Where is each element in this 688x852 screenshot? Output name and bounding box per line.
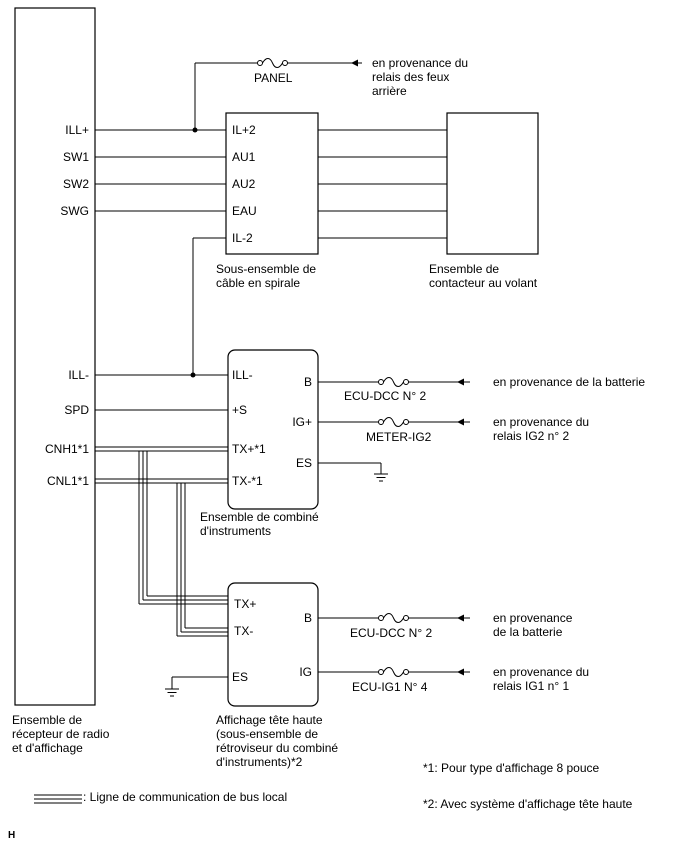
panel-source-line-3: arrière [372,84,407,98]
combimeter-block [227,349,319,510]
hud-block [227,582,319,707]
radio-pin-ill-plus: ILL+ [65,123,89,137]
combimeter-fuse-ig: METER-IG2 [366,430,432,444]
note-2: *2: Avec système d'affichage tête haute [423,797,633,811]
hud-source-ig-line-2: relais IG1 n° 1 [493,679,569,693]
combimeter-pin-b: B [304,375,312,389]
radio-name-line-2: récepteur de radio [12,727,110,741]
combimeter-source-b: en provenance de la batterie [493,375,645,389]
bus-line-legend-symbol [34,794,82,804]
radio-pin-cnh1: CNH1*1 [45,442,89,456]
panel-feed [194,58,362,130]
spiral-pin-il-minus-2: IL-2 [232,231,253,245]
combimeter-feeds [318,377,470,482]
hud-pin-b: B [304,611,312,625]
combimeter-pin-tx-plus: TX+*1 [232,442,266,456]
combimeter-pin-s: +S [232,403,247,417]
panel-source-line-2: relais des feux [372,70,449,84]
hud-source-ig-line-1: en provenance du [493,665,589,679]
spiral-pin-eau: EAU [232,204,257,218]
ill-minus-link [95,237,229,411]
spiral-cable-block [225,112,319,255]
radio-pin-spd: SPD [64,403,89,417]
combimeter-source-ig-line-1: en provenance du [493,415,589,429]
steering-wiring [95,127,447,239]
hud-pin-tx-minus: TX- [234,624,253,638]
combimeter-pin-ill-minus: ILL- [232,368,253,382]
hud-fuse-b: ECU-DCC N° 2 [350,626,432,640]
steering-switch-block [446,112,539,255]
radio-pin-cnl1: CNL1*1 [47,474,89,488]
steering-name-line-1: Ensemble de [429,262,499,276]
combimeter-pin-es: ES [296,456,312,470]
hud-feeds [165,613,470,697]
spiral-pin-il-plus-2: IL+2 [232,123,256,137]
combimeter-name-line-2: d'instruments [200,524,271,538]
note-1: *1: Pour type d'affichage 8 pouce [423,761,600,775]
hud-pin-tx-plus: TX+ [234,597,256,611]
hud-pin-es: ES [232,670,248,684]
combimeter-fuse-b: ECU-DCC N° 2 [344,389,426,403]
combimeter-source-ig-line-2: relais IG2 n° 2 [493,429,569,443]
combimeter-pin-tx-minus: TX-*1 [232,474,263,488]
corner-mark: H [8,830,15,841]
radio-pin-labels: ILL+ SW1 SW2 SWG ILL- SPD CNH1*1 CNL1*1 [45,123,89,488]
radio-pin-sw1: SW1 [63,150,89,164]
panel-source-line-1: en provenance du [372,56,468,70]
bus-line-legend-text: : Ligne de communication de bus local [83,790,287,804]
radio-pin-ill-minus: ILL- [68,368,89,382]
hud-name-line-1: Affichage tête haute [216,713,323,727]
spiral-pin-au1: AU1 [232,150,256,164]
radio-name-line-1: Ensemble de [12,713,82,727]
spiral-name-line-1: Sous-ensemble de [216,262,316,276]
radio-receiver-block [14,7,96,706]
radio-pin-swg: SWG [60,204,89,218]
hud-name-line-4: d'instruments)*2 [216,755,303,769]
hud-source-b-line-1: en provenance [493,611,573,625]
radio-name-line-3: et d'affichage [12,741,83,755]
combimeter-pin-ig-plus: IG+ [292,415,312,429]
local-bus-lines [95,446,228,637]
hud-name-line-3: rétroviseur du combiné [216,741,338,755]
spiral-pin-au2: AU2 [232,177,256,191]
junction-dot [190,372,196,378]
hud-fuse-ig: ECU-IG1 N° 4 [352,680,428,694]
combimeter-name-line-1: Ensemble de combiné [200,510,319,524]
panel-fuse-label: PANEL [254,71,293,85]
hud-pin-ig: IG [299,665,312,679]
hud-source-b-line-2: de la batterie [493,625,563,639]
spiral-name-line-2: câble en spirale [216,276,300,290]
hud-name-line-2: (sous-ensemble de [216,727,318,741]
steering-name-line-2: contacteur au volant [429,276,538,290]
radio-pin-sw2: SW2 [63,177,89,191]
